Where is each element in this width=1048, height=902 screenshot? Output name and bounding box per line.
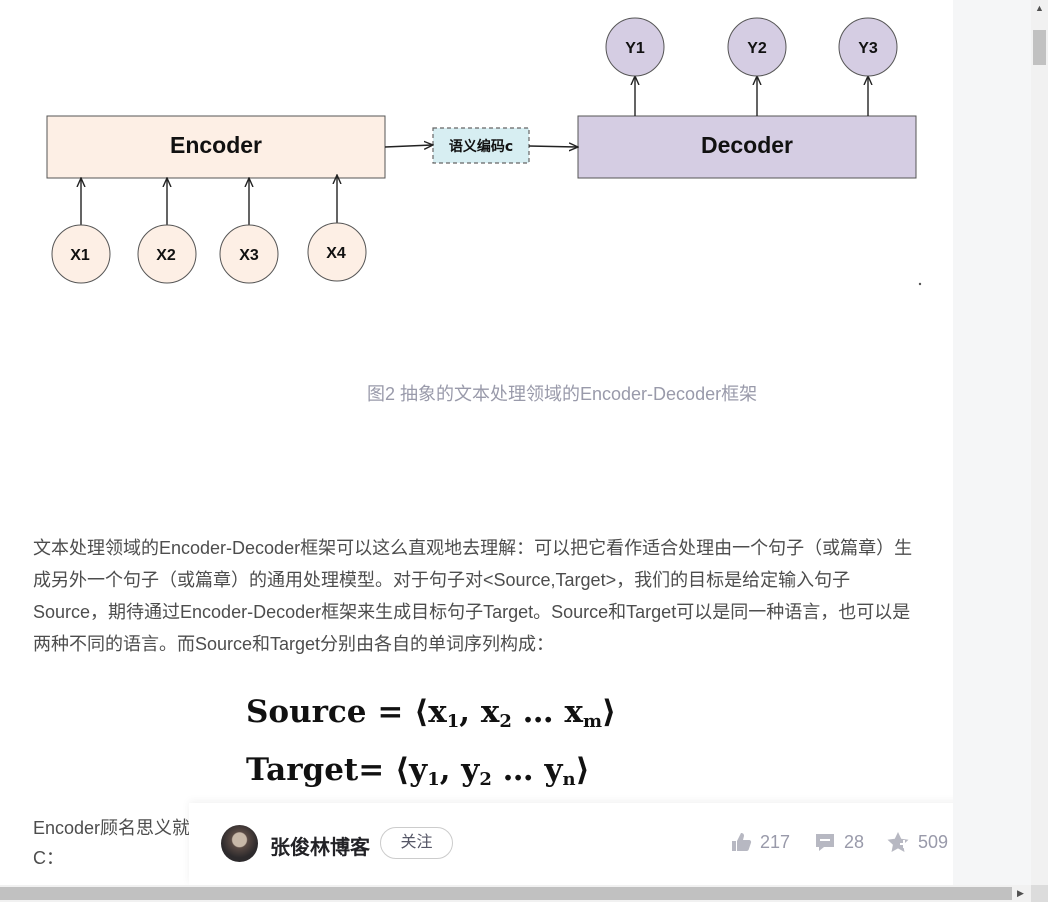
favorite-button[interactable]: 509 (886, 831, 948, 853)
encoder-to-code-arrow (384, 145, 432, 147)
vertical-scroll-thumb[interactable] (1033, 30, 1046, 65)
formula-target-line: Target= ⟨y1, y2 … yn⟩ (246, 752, 590, 790)
thumbs-up-icon (732, 833, 752, 851)
output-label-y2: Y2 (747, 40, 767, 57)
input-label-x4: X4 (326, 245, 346, 262)
vertical-scrollbar[interactable] (1031, 0, 1048, 885)
semantic-code-label: 语义编码c (449, 138, 513, 155)
figure-caption: 图2 抽象的文本处理领域的Encoder-Decoder框架 (367, 384, 758, 404)
like-button[interactable]: 217 (730, 831, 790, 853)
right-gutter (953, 0, 1031, 902)
horizontal-scroll-thumb[interactable] (0, 887, 1012, 900)
author-name[interactable]: 张俊林博客 (270, 837, 370, 859)
scroll-up-arrow-icon[interactable]: ▲ (1035, 3, 1044, 13)
encoder-box (46, 115, 386, 179)
formula: Source = ⟨x1, x2 … xm⟩ Target= ⟨y1, y2 …… (246, 688, 616, 804)
scrollbar-corner (1031, 885, 1048, 902)
decoder-box (577, 115, 917, 179)
input-node-x2 (137, 224, 197, 284)
body-paragraph: 文本处理领域的Encoder-Decoder框架可以这么直观地去理解：可以把它看… (33, 538, 913, 654)
scroll-right-arrow-icon[interactable]: ▶ (1017, 888, 1024, 898)
diagram-svg: Encoder Decoder 语义编码c X1 X2 X3 X4 Y1 Y2 (46, 17, 922, 286)
input-label-x2: X2 (156, 247, 176, 264)
comment-button[interactable]: 28 (814, 831, 864, 853)
encoder-label: Encoder (170, 132, 262, 158)
semantic-code-box (432, 127, 530, 164)
input-label-x3: X3 (239, 247, 259, 264)
encoder-decoder-figure: Encoder Decoder 语义编码c X1 X2 X3 X4 Y1 Y2 (0, 0, 953, 310)
follow-button[interactable]: 关注 (380, 827, 453, 859)
favorite-count: 509 (918, 831, 949, 852)
input-node-x1 (51, 224, 111, 284)
comment-icon (816, 834, 834, 851)
comment-count: 28 (844, 831, 865, 852)
partial-line-2: C： (33, 848, 64, 868)
stray-dot (918, 282, 922, 286)
input-node-x4 (307, 222, 367, 282)
decoder-label: Decoder (701, 132, 793, 158)
input-node-x3 (219, 224, 279, 284)
output-label-y3: Y3 (858, 40, 878, 57)
formula-source-line: Source = ⟨x1, x2 … xm⟩ (246, 694, 617, 732)
article-toolbar: 张俊林博客 关注 217 28 509 (189, 803, 1031, 885)
output-node-y1 (605, 17, 665, 77)
partial-line-1: Encoder顾名思义就 (33, 818, 191, 838)
code-to-decoder-arrow (528, 146, 577, 147)
output-label-y1: Y1 (625, 40, 645, 57)
star-icon (887, 832, 909, 852)
output-node-y2 (727, 17, 787, 77)
like-count: 217 (760, 831, 791, 852)
partial-paragraph: Encoder顾名思义就 C： (33, 813, 190, 873)
output-node-y3 (838, 17, 898, 77)
author-avatar[interactable] (221, 825, 258, 862)
input-label-x1: X1 (70, 247, 90, 264)
